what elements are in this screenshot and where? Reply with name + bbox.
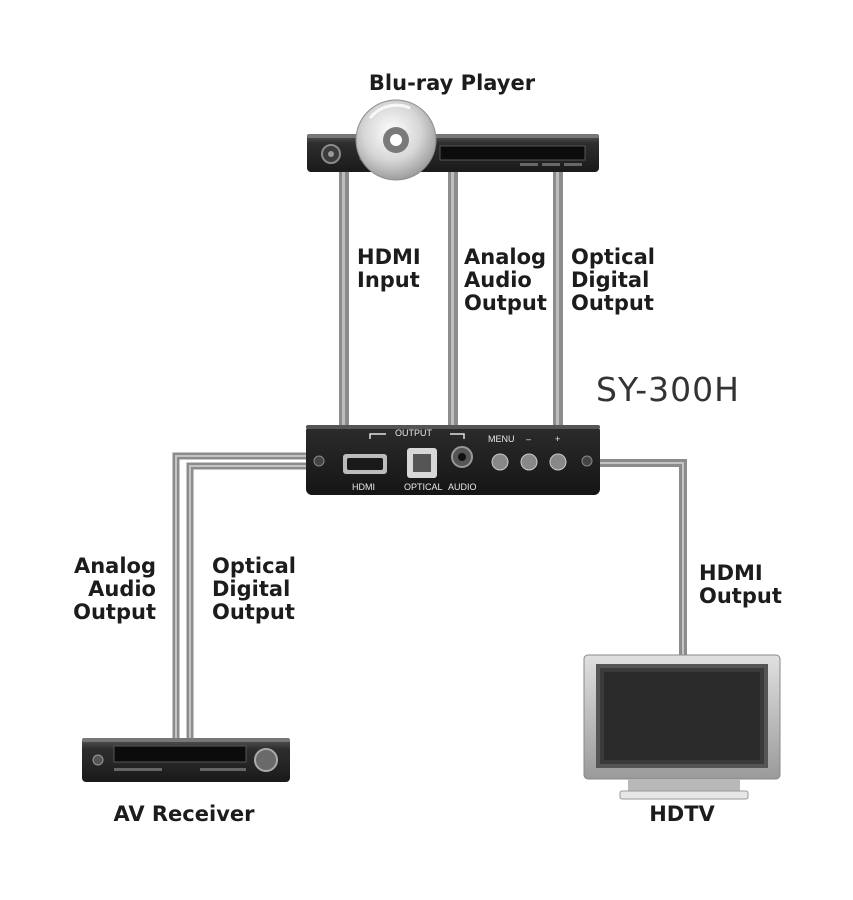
cable-analog-audio-top <box>448 168 458 426</box>
cable-hdmi-input <box>339 168 349 426</box>
label-analog-audio-output-left: Analog Audio Output <box>30 555 156 624</box>
panel-plus-label: + <box>555 434 561 444</box>
label-line: Analog <box>464 245 547 269</box>
disc-icon <box>355 99 437 181</box>
cable-optical-top <box>553 168 563 426</box>
label-line: Optical <box>571 245 655 269</box>
panel-audio-label: AUDIO <box>448 482 477 492</box>
label-line: Output <box>571 291 654 315</box>
label-line: Analog <box>73 554 156 578</box>
label-line: Digital <box>571 268 650 292</box>
label-analog-audio-output-top: Analog Audio Output <box>464 246 547 315</box>
label-line: Audio <box>88 577 156 601</box>
cable-optical-receiver <box>186 462 312 740</box>
panel-menu-label: MENU <box>488 434 515 444</box>
label-line: Output <box>699 584 782 608</box>
bluray-player <box>307 134 599 172</box>
label-line: Audio <box>464 268 532 292</box>
cable-analog-audio-receiver <box>172 452 312 740</box>
label-line: Optical <box>212 554 296 578</box>
label-line: Input <box>357 268 420 292</box>
hdtv <box>583 654 781 800</box>
label-line: Output <box>464 291 547 315</box>
hdtv-title: HDTV <box>649 802 715 826</box>
panel-output-label: OUTPUT <box>395 428 432 438</box>
av-receiver <box>82 738 290 782</box>
panel-minus-label: – <box>526 434 532 444</box>
panel-optical-label: OPTICAL <box>404 482 443 492</box>
model-name: SY-300H <box>596 370 740 409</box>
av-receiver-title: AV Receiver <box>113 802 255 826</box>
label-line: HDMI <box>699 561 763 585</box>
label-optical-digital-output-left: Optical Digital Output <box>212 555 296 624</box>
label-line: Digital <box>212 577 291 601</box>
cable-hdmi-output <box>598 459 687 660</box>
label-line: Output <box>73 600 156 624</box>
label-optical-digital-output-top: Optical Digital Output <box>571 246 655 315</box>
bluray-player-title: Blu-ray Player <box>368 71 536 95</box>
sy-300h-box <box>306 425 600 495</box>
label-hdmi-output: HDMI Output <box>699 562 782 608</box>
label-hdmi-input: HDMI Input <box>357 246 421 292</box>
panel-hdmi-label: HDMI <box>352 482 375 492</box>
label-line: Output <box>212 600 295 624</box>
label-line: HDMI <box>357 245 421 269</box>
